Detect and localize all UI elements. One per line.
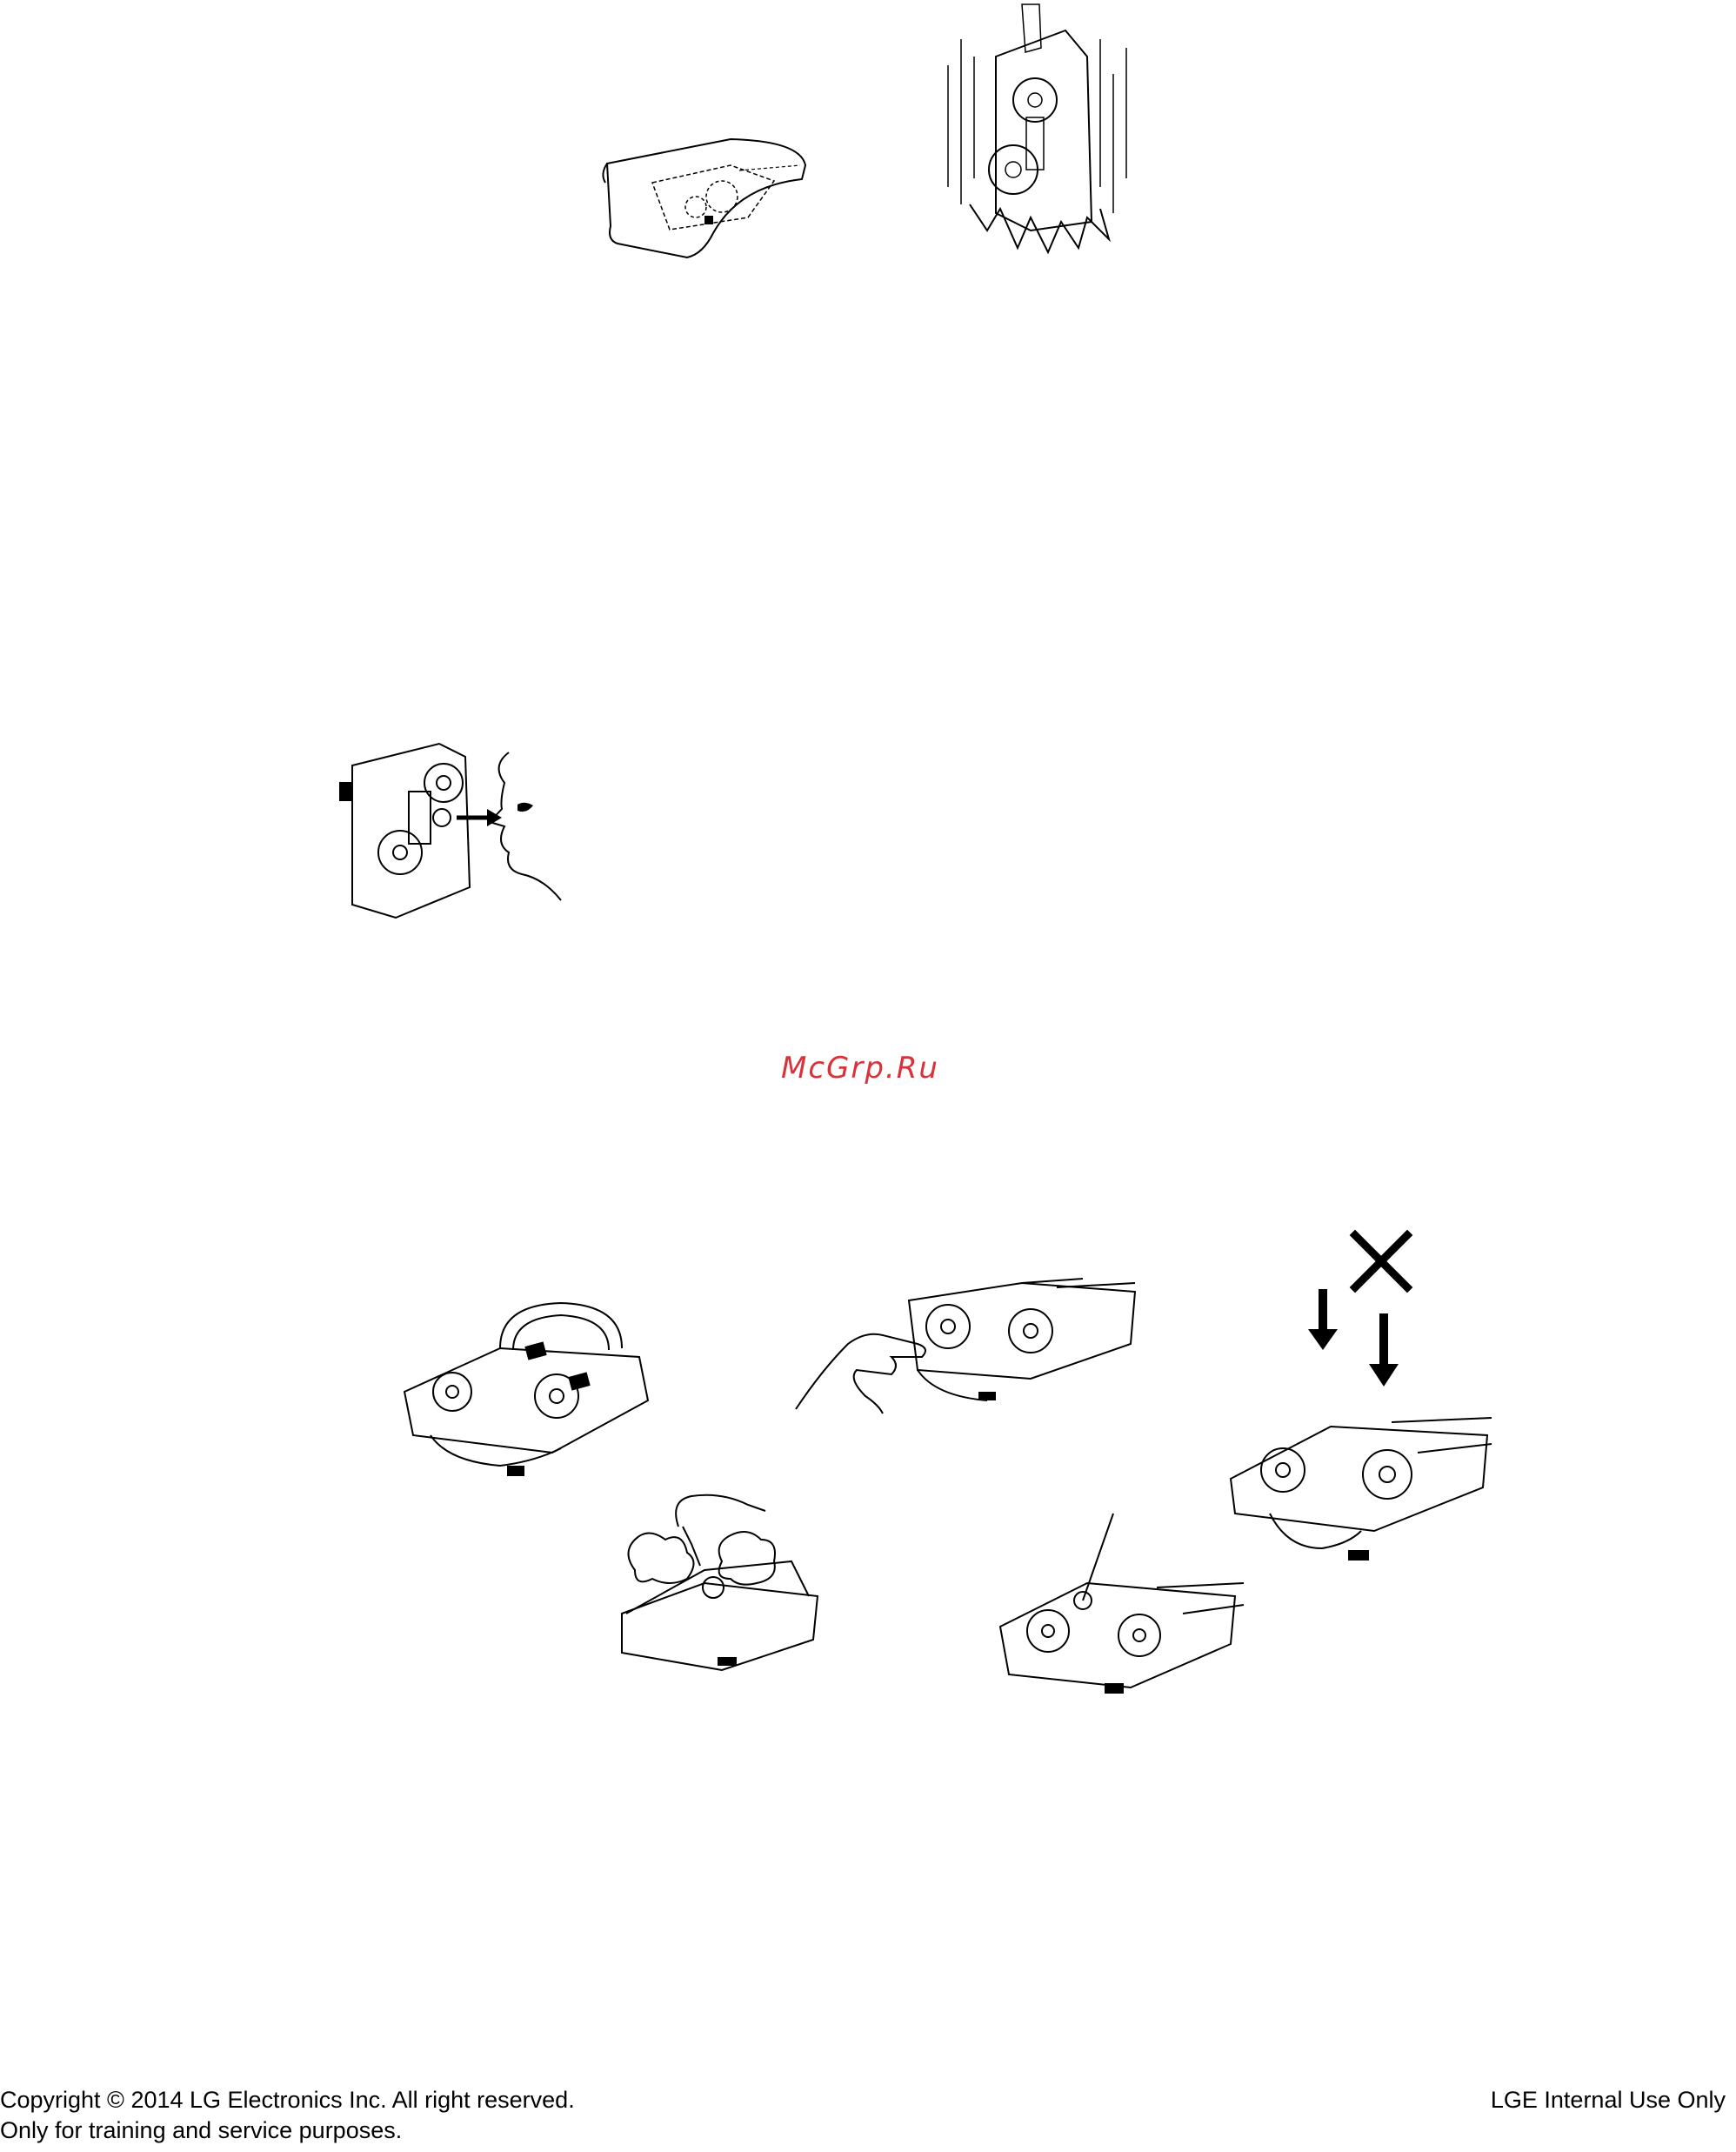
footer-copyright: Copyright © 2014 LG Electronics Inc. All… (0, 2086, 575, 2114)
pickup-shorting-clip-icon (396, 1296, 657, 1514)
pickup-dropped-icon (935, 4, 1144, 257)
pickup-in-bag-icon (600, 130, 826, 261)
no-pressure-cross-icon (1218, 1226, 1496, 1574)
footer-internal-use: LGE Internal Use Only (1491, 2086, 1726, 2114)
hand-on-pickup-icon (796, 1274, 1144, 1448)
solder-point-icon (983, 1514, 1244, 1714)
soldering-heat-icon (618, 1492, 826, 1674)
footer-purpose: Only for training and service purposes. (0, 2116, 402, 2144)
laser-eye-warning-icon (335, 731, 578, 931)
watermark: McGrp.Ru (781, 1051, 939, 1086)
